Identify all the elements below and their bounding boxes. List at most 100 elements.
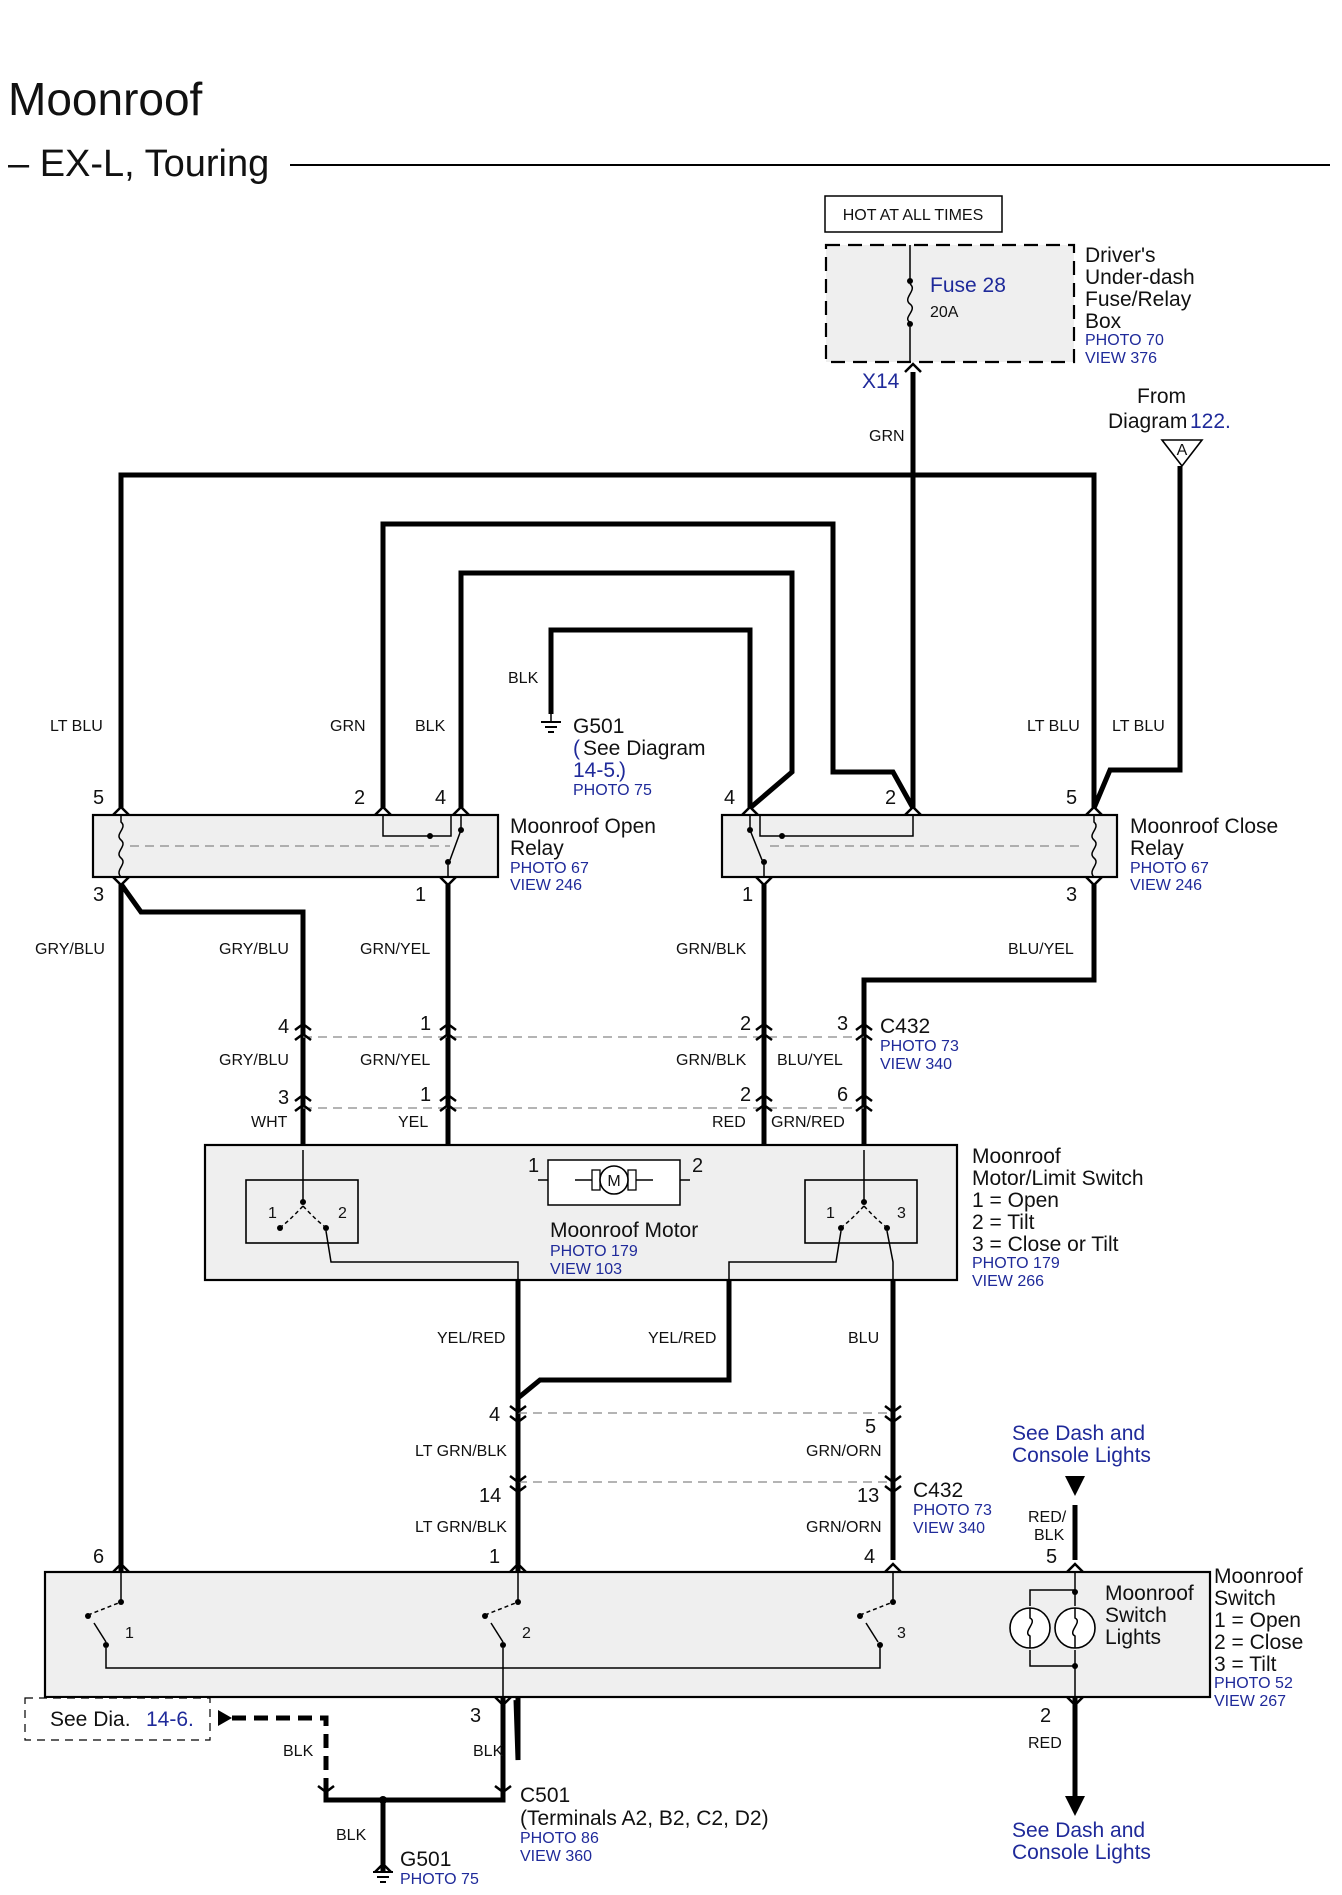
c501-photo-link[interactable]: PHOTO 86	[520, 1830, 599, 1847]
wire-redblk-2: BLK	[1034, 1527, 1065, 1544]
open-relay-pin-1: 1	[415, 884, 426, 906]
switch-name-5: 3 = Tilt	[1214, 1653, 1277, 1676]
fuse-28-symbol	[907, 245, 913, 362]
wire-yel: YEL	[398, 1114, 428, 1131]
wire-bluyel-1: BLU/YEL	[1008, 941, 1074, 958]
fuse-relay-box	[824, 243, 1076, 364]
c432-upper-photo-link[interactable]: PHOTO 73	[880, 1038, 959, 1055]
close-relay-coil	[1091, 815, 1097, 878]
wire-red-motor: RED	[712, 1114, 746, 1131]
c501-terminals: (Terminals A2, B2, C2, D2)	[520, 1807, 769, 1830]
motor-assembly-name-5: 3 = Close or Tilt	[972, 1233, 1119, 1256]
c432-lower-pin-1: 1	[420, 1084, 431, 1106]
middle-wiring	[118, 882, 1097, 1872]
switch-contact-3-label: 3	[897, 1625, 906, 1642]
open-relay-pin-4: 4	[435, 787, 446, 809]
g501-top-name: G501	[573, 715, 624, 738]
close-relay-view-link[interactable]: VIEW 246	[1130, 877, 1202, 894]
wire-redblk-1: RED/	[1028, 1509, 1067, 1526]
open-relay-pin-2: 2	[354, 787, 365, 809]
fusebox-photo-link[interactable]: PHOTO 70	[1085, 332, 1164, 349]
see-dash-top-1[interactable]: See Dash and	[1012, 1422, 1145, 1445]
fusebox-view-link[interactable]: VIEW 376	[1085, 350, 1157, 367]
close-relay-photo-link[interactable]: PHOTO 67	[1130, 860, 1209, 877]
c432-lower-view-link[interactable]: VIEW 340	[913, 1520, 985, 1537]
wire-grnorn-1: GRN/ORN	[806, 1443, 882, 1460]
wire-blk-g501: BLK	[336, 1827, 367, 1844]
open-relay-view-link[interactable]: VIEW 246	[510, 877, 582, 894]
g501-bottom-photo-link[interactable]: PHOTO 75	[400, 1871, 479, 1888]
fusebox-name-4: Box	[1085, 310, 1122, 333]
diagram-14-5-link[interactable]: 14-5.	[573, 759, 621, 782]
open-relay-coil	[118, 815, 124, 878]
close-relay-name-2: Relay	[1130, 837, 1184, 860]
see-dash-bottom-1[interactable]: See Dash and	[1012, 1819, 1145, 1842]
hot-at-all-times-label: HOT AT ALL TIMES	[843, 207, 984, 224]
c432-upper-view-link[interactable]: VIEW 340	[880, 1056, 952, 1073]
motor-photo-link[interactable]: PHOTO 179	[550, 1243, 638, 1260]
close-relay-pin-3: 3	[1066, 884, 1077, 906]
limit-switch-right	[804, 1179, 918, 1244]
wire-bluyel-2: BLU/YEL	[777, 1052, 843, 1069]
wire-blu: BLU	[848, 1330, 879, 1347]
switch-view-link[interactable]: VIEW 267	[1214, 1693, 1286, 1710]
c432-pin-1: 1	[420, 1013, 431, 1035]
switch-pin-5: 5	[1046, 1546, 1057, 1568]
g501-top-photo-link[interactable]: PHOTO 75	[573, 782, 652, 799]
open-relay-pin-3: 3	[93, 884, 104, 906]
wire-blk-ground: BLK	[508, 670, 539, 687]
motor-pin-1: 1	[528, 1155, 539, 1177]
motor-view-link[interactable]: VIEW 103	[550, 1261, 622, 1278]
open-relay-photo-link[interactable]: PHOTO 67	[510, 860, 589, 877]
wire-grnred: GRN/RED	[771, 1114, 845, 1131]
wire-ltblu-close-2: LT BLU	[1112, 718, 1165, 735]
fuse-28-label[interactable]: Fuse 28	[930, 274, 1006, 297]
switch-name-3: 1 = Open	[1214, 1609, 1301, 1632]
c432-lower-chevrons	[509, 1405, 902, 1494]
wire-wht: WHT	[251, 1114, 288, 1131]
hot-at-all-times-box	[824, 195, 1003, 233]
switch-lights	[1009, 1572, 1096, 1697]
switch-name-4: 2 = Close	[1214, 1631, 1303, 1654]
c432-pin-4: 4	[278, 1016, 289, 1038]
motor-name: Moonroof Motor	[550, 1219, 698, 1242]
wire-yelred-1: YEL/RED	[437, 1330, 505, 1347]
c501-view-link[interactable]: VIEW 360	[520, 1848, 592, 1865]
wire-blk-relay: BLK	[415, 718, 446, 735]
wire-grnyel-1: GRN/YEL	[360, 941, 430, 958]
c432-upper-chevrons	[294, 1022, 873, 1112]
terminal-x14: X14	[862, 370, 900, 393]
motor-assembly-photo-link[interactable]: PHOTO 179	[972, 1255, 1060, 1272]
wire-gryblu-1: GRY/BLU	[35, 941, 105, 958]
motor-symbol: M	[607, 1173, 620, 1190]
switch-pin-2: 2	[1040, 1705, 1051, 1727]
see-dash-top-2[interactable]: Console Lights	[1012, 1444, 1151, 1467]
fusebox-name-3: Fuse/Relay	[1085, 288, 1192, 311]
wire-yelred-2: YEL/RED	[648, 1330, 716, 1347]
switch-pin-6: 6	[93, 1546, 104, 1568]
switch-photo-link[interactable]: PHOTO 52	[1214, 1675, 1293, 1692]
connector-a-triangle	[1160, 439, 1204, 468]
switch-name-1: Moonroof	[1214, 1565, 1303, 1588]
c432-pin-2: 2	[740, 1013, 751, 1035]
wire-grnyel-2: GRN/YEL	[360, 1052, 430, 1069]
g501-top-paren-close: )	[619, 759, 626, 782]
c432-lower-photo-link[interactable]: PHOTO 73	[913, 1502, 992, 1519]
limit-left-pin-2: 2	[338, 1205, 347, 1222]
wire-grnblk-1: GRN/BLK	[676, 941, 747, 958]
from-diagram-122-link[interactable]: 122.	[1190, 410, 1231, 433]
c432-b-pin-14: 14	[479, 1485, 501, 1507]
motor-assembly-view-link[interactable]: VIEW 266	[972, 1273, 1044, 1290]
diagram-14-6-link[interactable]: 14-6.	[146, 1708, 194, 1731]
wire-ltgrnblk-2: LT GRN/BLK	[415, 1519, 507, 1536]
see-dash-bottom-2[interactable]: Console Lights	[1012, 1841, 1151, 1864]
switch-pin-3: 3	[470, 1705, 481, 1727]
motor-assembly-name-4: 2 = Tilt	[972, 1211, 1035, 1234]
wire-grnorn-2: GRN/ORN	[806, 1519, 882, 1536]
motor-assembly-name-2: Motor/Limit Switch	[972, 1167, 1144, 1190]
terminal-chevrons	[112, 362, 1103, 1873]
switch-lights-name-2: Switch	[1105, 1604, 1167, 1627]
fusebox-name-2: Under-dash	[1085, 266, 1195, 289]
fuse-rating: 20A	[930, 304, 959, 321]
